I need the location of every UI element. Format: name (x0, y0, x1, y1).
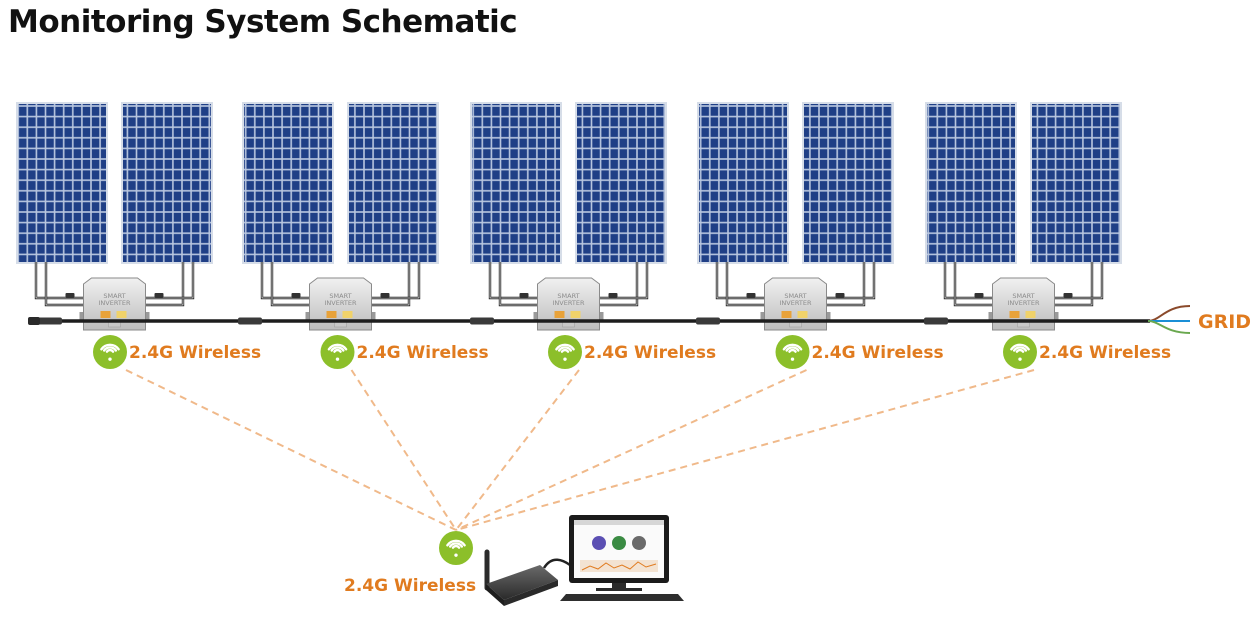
wireless-label: 2.4G Wireless (129, 343, 261, 363)
wireless-link (455, 369, 580, 531)
solar-panel (121, 102, 213, 264)
cable-end-cap (28, 317, 40, 325)
cable-connector (696, 317, 720, 325)
dc-cables (260, 262, 421, 307)
wireless-label: 2.4G Wireless (1039, 343, 1171, 363)
wifi-icon (93, 335, 127, 369)
solar-panel (242, 102, 334, 264)
inverter-label: SMART (784, 292, 806, 300)
wireless-link (350, 369, 457, 531)
wifi-icon (548, 335, 582, 369)
monitor-icon (560, 515, 684, 601)
dc-cables (34, 262, 195, 307)
inverter-label: SMART (1012, 292, 1034, 300)
inverter-label: INVERTER (99, 299, 131, 307)
solar-panel (575, 102, 667, 264)
inverter-label: INVERTER (780, 299, 812, 307)
wireless-label: 2.4G Wireless (357, 343, 489, 363)
cable-connector (470, 317, 494, 325)
inverter-label: SMART (329, 292, 351, 300)
gateway-wireless-label: 2.4G Wireless (344, 576, 476, 596)
wireless-link (455, 369, 807, 531)
wifi-icon (439, 531, 473, 565)
cable-connector (238, 317, 262, 325)
wifi-icon (1003, 335, 1037, 369)
inverter-label: SMART (557, 292, 579, 300)
dc-cables (715, 262, 876, 307)
solar-panel (16, 102, 108, 264)
solar-panel (347, 102, 439, 264)
solar-panel (697, 102, 789, 264)
solar-panel (802, 102, 894, 264)
solar-panel (1030, 102, 1122, 264)
grid-wires (1147, 305, 1191, 334)
cable-connector (38, 317, 62, 325)
solar-panel (470, 102, 562, 264)
solar-panel (925, 102, 1017, 264)
dc-cables (488, 262, 649, 307)
page-title: Monitoring System Schematic (8, 4, 518, 40)
wifi-icon (320, 335, 355, 369)
wifi-icon (775, 335, 810, 369)
grid-label: GRID (1198, 311, 1251, 333)
wireless-label: 2.4G Wireless (584, 343, 716, 363)
inverter-label: INVERTER (325, 299, 357, 307)
wireless-link (125, 369, 457, 531)
dc-cables (943, 262, 1104, 307)
wireless-link (455, 369, 1035, 531)
cable-connector (924, 317, 948, 325)
inverter-label: INVERTER (553, 299, 585, 307)
inverter-label: INVERTER (1008, 299, 1040, 307)
router-icon (484, 549, 571, 606)
inverter-label: SMART (103, 292, 125, 300)
wireless-label: 2.4G Wireless (812, 343, 944, 363)
